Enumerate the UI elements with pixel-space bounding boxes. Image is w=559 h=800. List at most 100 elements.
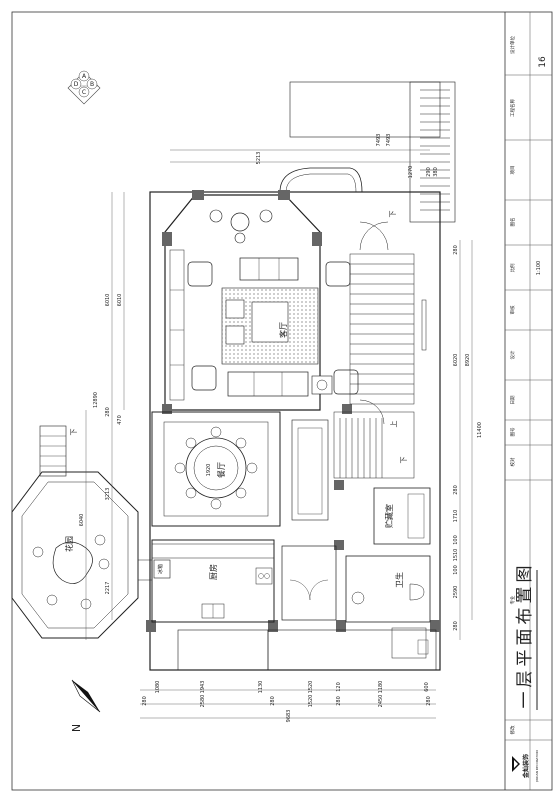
dim-left-3: 12890 [93,392,99,408]
sofa-bottom [227,371,309,397]
company-name-cn: 金灿装饰 [522,754,530,779]
armchair-4 [333,369,359,395]
bath-basin [351,591,365,605]
top-stair [289,81,456,223]
dim-right-7: 100 [453,535,459,545]
tb-cell-2: 工程名称 [509,99,516,117]
floor-plan [11,81,456,671]
tb-cell-6: 审核 [509,305,516,314]
dim-top-6: 380 [433,167,439,177]
dim-left-1: 6010 [105,294,111,307]
dim-left-5: 470 [117,415,123,425]
dim-right-6: 1710 [453,510,459,523]
label-down-2: 下 [400,457,408,464]
label-garden: 花园 [64,536,74,552]
tb-cell-11: 专业 [509,595,516,604]
dim-bottom-4: 1520 [308,681,314,694]
compass: A B C D [67,70,101,105]
label-fridge: 冰箱 [157,564,164,574]
dim-top-3: 7493 [386,134,392,147]
label-up-1: 上 [389,421,398,428]
dim-right-9: 100 [453,565,459,575]
side-table [311,375,333,395]
fridge-box [153,559,171,579]
dim-top-1: 5213 [256,152,262,165]
dim-right-8: 1510 [453,549,459,562]
label-dining-room: 餐厅 [217,462,226,478]
dim-right-2: 6020 [453,354,459,367]
entry-door [359,221,389,251]
armchair-3 [191,365,217,391]
armchair-2 [325,261,351,287]
garden-pond [52,541,93,584]
dim-bottom-8: 280 [142,696,148,706]
wall-columns [146,190,440,632]
sheet-number: 16 [538,56,548,68]
sheet-border [11,11,553,791]
label-kitchen: 厨房 [208,564,218,580]
dim-bottom-12: 280 [336,696,342,706]
dim-left-8: 2217 [105,582,111,595]
tb-cell-3: 项目 [510,166,516,175]
compass-letter-a: A [82,73,87,80]
garden-bridge [137,559,153,581]
company-logo [512,756,520,772]
compass-letter-b: B [90,81,94,88]
dim-left-2: 6010 [117,294,123,307]
garden-deck [11,471,139,639]
title-block: 设计单位 工程名称 项目 图名 比例 审核 设计 日期 图号 校对 专业 修改 … [504,12,552,790]
tea-table [230,212,250,232]
sofa-top [239,257,299,281]
dimension-texts: 6010 6010 12890 280 470 3213 6040 2217 5… [79,134,483,723]
lower-porch [177,629,269,671]
drawing-title: 一层平面布置图 [515,562,535,709]
dim-bottom-total: 9683 [286,710,292,723]
label-storage: 贮藏室 [384,504,394,528]
label-down-1: 下 [389,211,397,218]
label-living-room: 客厅 [278,322,288,338]
dim-top-5: 1270 [408,166,414,179]
label-carpet-size: 1920 [206,464,212,477]
label-bathroom: 卫生 [394,572,404,588]
kitchen-outline [151,539,275,623]
label-down-3: 下 [70,429,78,436]
tb-cell-4: 图名 [509,218,516,227]
curved-terrace [279,167,363,193]
north-arrow: N [70,679,101,732]
company-name-en: JINCAN DECORATION [535,750,539,782]
dim-left-6: 3213 [105,488,111,501]
dim-right-5: 280 [453,485,459,495]
dim-right-10: 2590 [453,586,459,599]
dining-sideboard [291,419,329,521]
dim-top-4: 290 [426,167,432,177]
tb-cell-9: 图号 [510,427,516,436]
utility-room [281,545,337,621]
compass-letter-c: C [82,89,86,96]
dim-right-3: 8920 [465,354,471,367]
secondary-stair [333,399,415,479]
toilet [409,583,425,601]
tb-cell-10: 校对 [509,457,516,466]
dim-right-1: 280 [453,245,459,255]
tb-cell-5: 比例 [509,263,516,272]
tb-cell-1: 设计单位 [509,36,516,54]
room-labels: 客厅 餐厅 1920 厨房 贮藏室 卫生 花园 冰箱 下 下 下 上 [64,211,408,589]
dim-bottom-7: 600 [424,682,430,692]
scale-value: 1:100 [536,261,542,275]
main-staircase [349,253,427,405]
bathroom-room [345,555,431,623]
dim-bottom-9: 2580 [200,695,206,708]
dim-bottom-5: 120 [336,682,342,692]
dim-bottom-2: 1943 [200,681,206,694]
dim-left-4: 280 [105,407,111,417]
dim-bottom-11: 1520 [308,695,314,708]
north-label: N [70,724,83,732]
dim-top-2: 7493 [376,134,382,147]
armchair-1 [187,261,213,287]
dim-bottom-1: 1080 [155,681,161,694]
tb-cell-12: 修改 [509,725,516,734]
dim-left-7: 6040 [79,514,85,527]
dim-bottom-14: 280 [426,696,432,706]
compass-letter-d: D [74,81,79,88]
